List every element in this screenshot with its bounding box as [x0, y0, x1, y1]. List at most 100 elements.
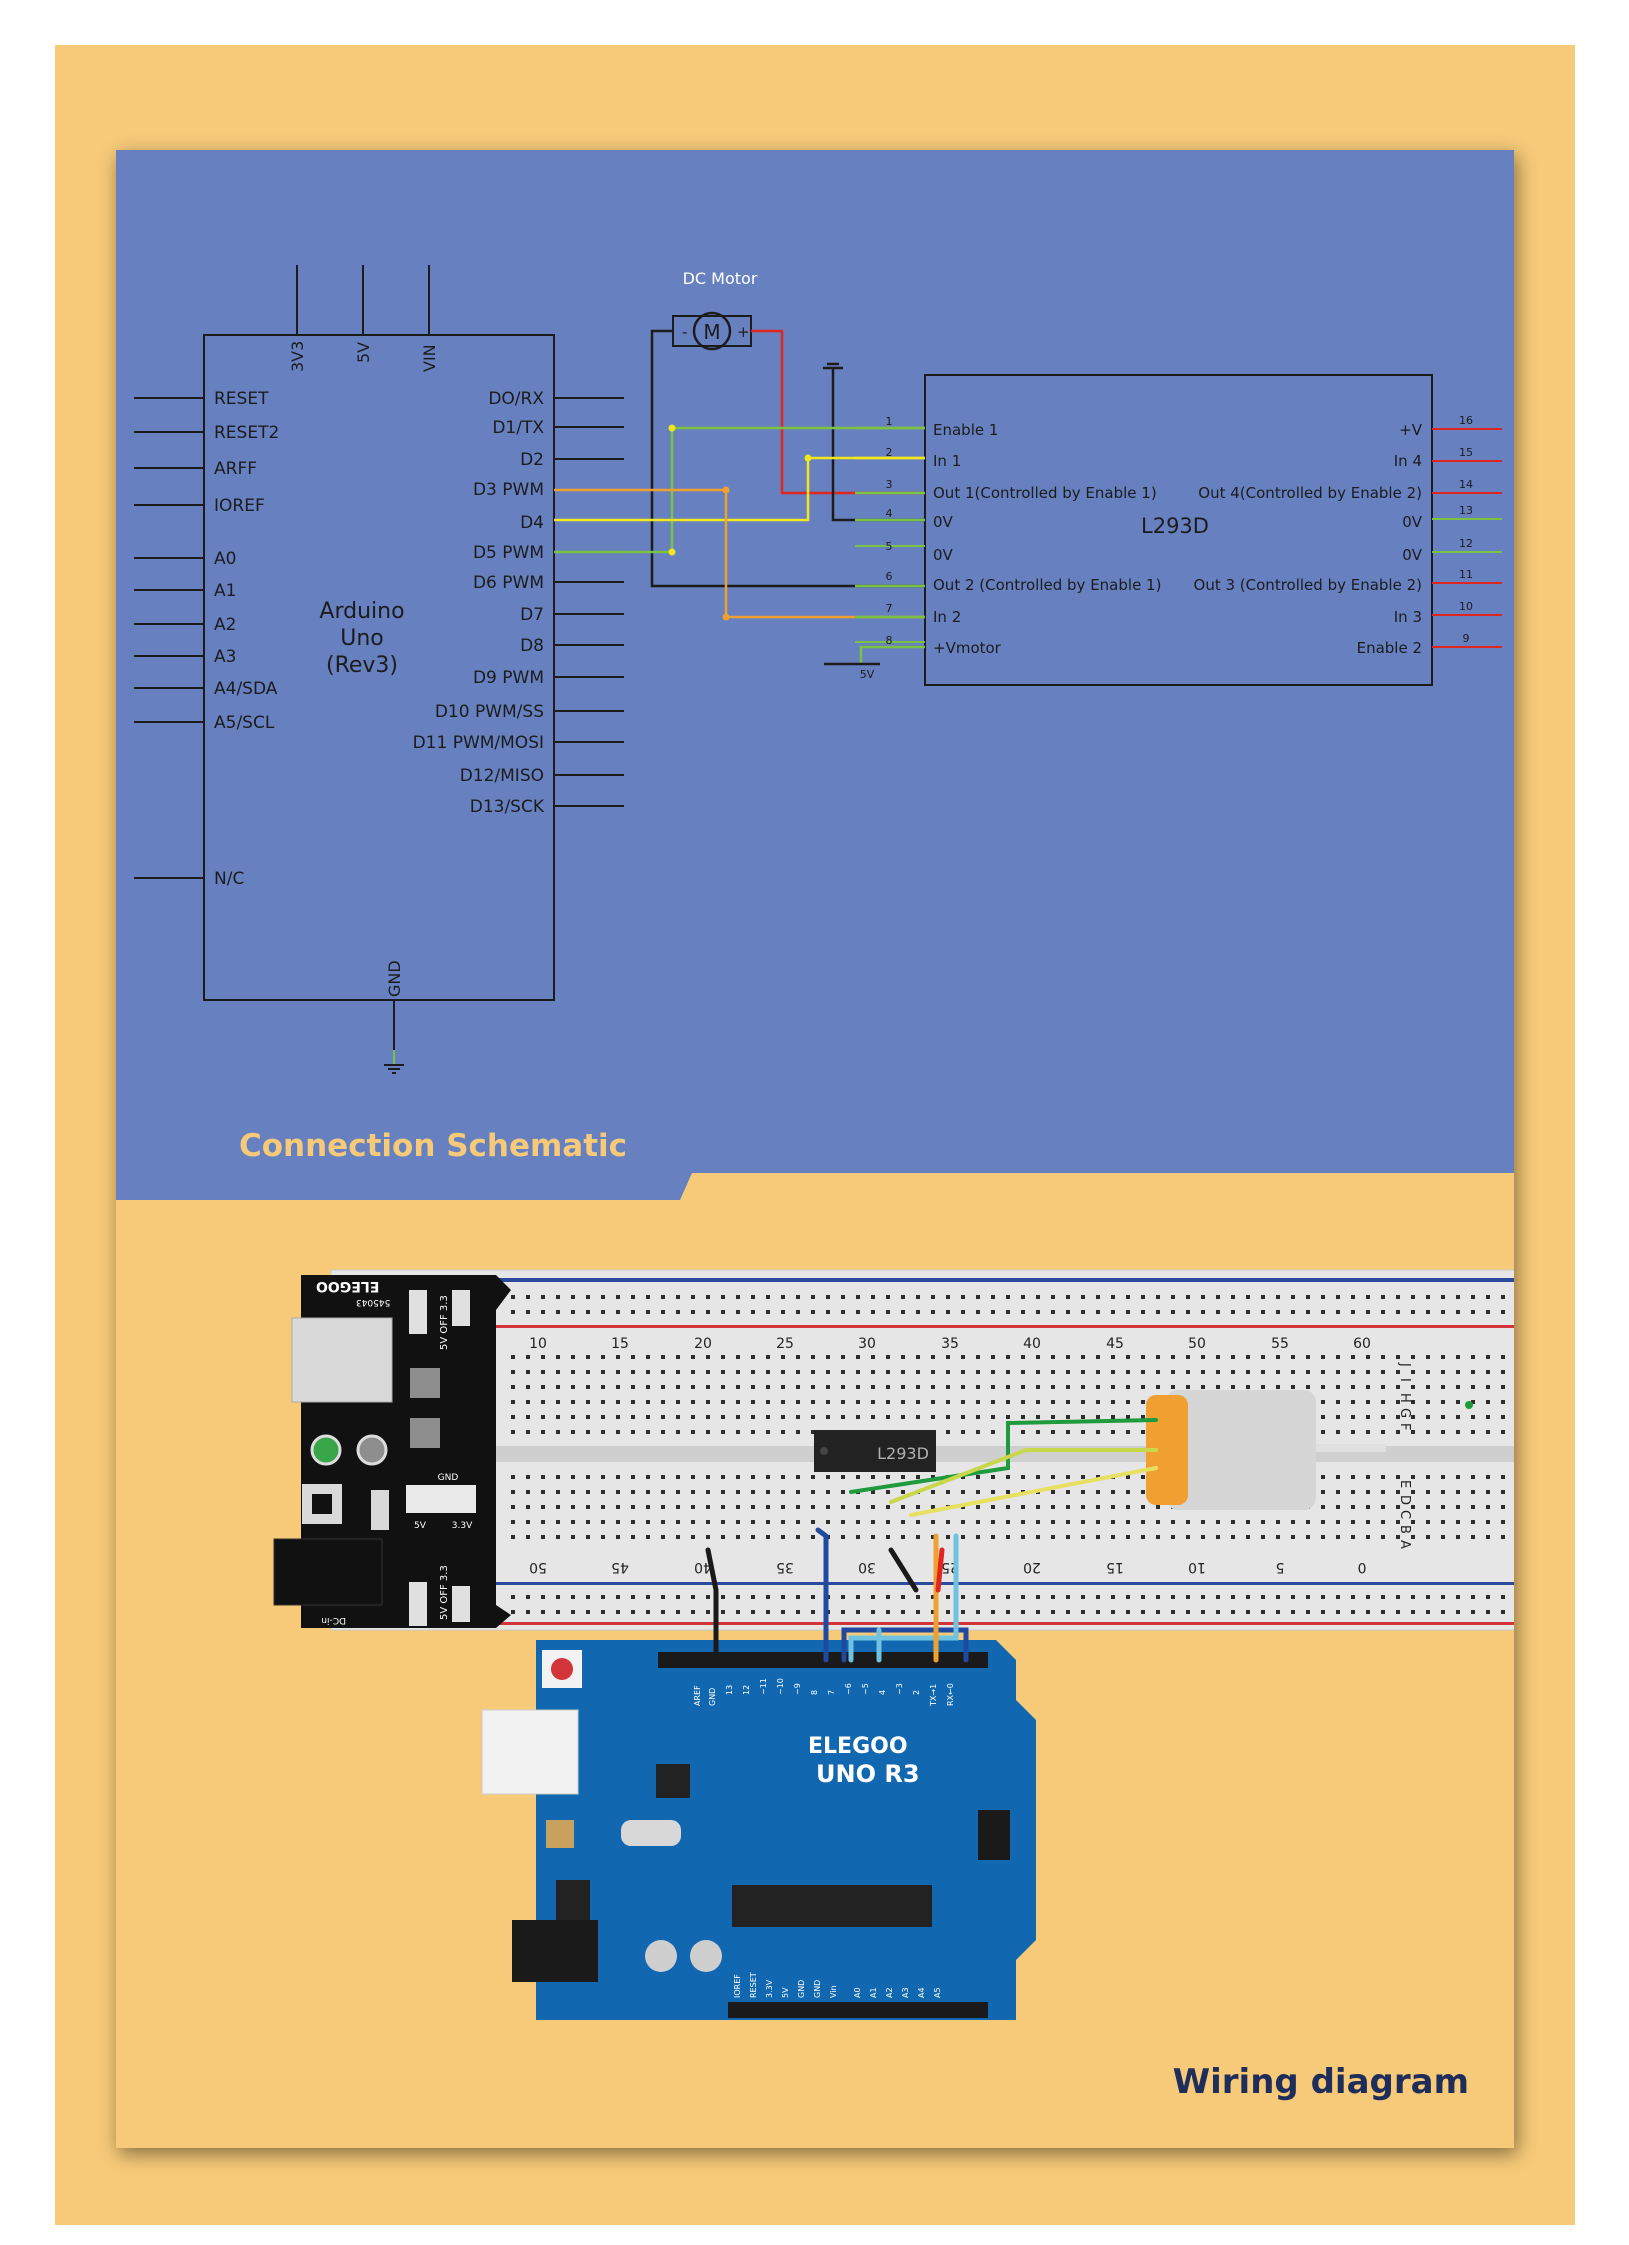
pin-5v: 5V [354, 342, 373, 363]
bb-row-h: H [1397, 1393, 1412, 1403]
bb-row-f: F [1397, 1423, 1412, 1430]
pin-3v3: 3V3 [288, 341, 307, 372]
l293d-pin-num-4: 4 [886, 507, 893, 520]
jumper-wires [705, 1527, 969, 1663]
uno-model: UNO R3 [816, 1760, 920, 1788]
pin-vin: VIN [420, 344, 439, 372]
hdr-ioref: IOREF [733, 1974, 742, 1998]
motor-label: DC Motor [683, 269, 758, 288]
hdr-a1: A1 [869, 1987, 878, 1998]
bb-top-num-15: 15 [611, 1336, 629, 1352]
l293d-plus-v: +V [1399, 421, 1423, 439]
bb-top-num-35: 35 [941, 1336, 959, 1352]
pin-d6-pwm: D6 PWM [473, 573, 544, 593]
pin-arff: ARFF [214, 459, 257, 479]
bb-row-i: I [1397, 1378, 1412, 1382]
pin-d8: D8 [520, 636, 544, 656]
motor-minus: - [682, 323, 687, 341]
l293d-0v-right-b: 0V [1402, 546, 1423, 564]
bb-top-num-60: 60 [1353, 1336, 1371, 1352]
arduino-uno-board: ELEGOO UNO R3 AREF GND 13 12 ~11 ~10 ~9 … [481, 1640, 1036, 2020]
wiring-diagram: 10 15 20 25 30 35 40 45 50 55 60 50 45 4… [273, 1269, 1514, 2020]
power-module: ELEGOO 545043 5V OFF 3.3 5V OFF 3.3 GND … [273, 1275, 511, 1628]
l293d-pin-num-2: 2 [886, 446, 893, 459]
l293d-pin-num-13: 13 [1459, 504, 1473, 517]
pin-a2: A2 [214, 615, 236, 635]
pin-d10: D10 PWM/SS [435, 702, 544, 722]
l293d-pin-num-5: 5 [886, 540, 893, 553]
arduino-name-line2: Uno [340, 626, 384, 651]
bb-top-num-45: 45 [1106, 1336, 1124, 1352]
dc-motor [1146, 1390, 1473, 1510]
pin-d13: D13/SCK [470, 797, 545, 817]
l293d-0v-left-b: 0V [933, 546, 954, 564]
l293d-pin-num-15: 15 [1459, 446, 1473, 459]
power-jumper-bottom: 5V OFF 3.3 [439, 1565, 450, 1620]
pin-d3-pwm: D3 PWM [473, 480, 544, 500]
motor-plus: + [737, 323, 750, 341]
pin-d1-tx: D1/TX [492, 418, 544, 438]
junction-dots [668, 424, 812, 621]
bb-bot-num-10: 10 [1188, 1559, 1206, 1575]
bb-row-j: J [1397, 1362, 1412, 1367]
bb-top-num-20: 20 [694, 1336, 712, 1352]
pin-reset2: RESET2 [214, 423, 279, 443]
bb-bot-num-30: 30 [858, 1559, 876, 1575]
pin-a0: A0 [214, 549, 236, 569]
vmotor-5v-label: 5V [860, 668, 875, 681]
hdr-13: 13 [725, 1685, 734, 1695]
uno-brand: ELEGOO [808, 1734, 908, 1759]
bb-bot-num-40: 40 [694, 1559, 712, 1575]
power-gnd-label: GND [438, 1473, 459, 1483]
hdr-a5: A5 [933, 1987, 942, 1998]
hdr-a2: A2 [885, 1987, 894, 1998]
hdr-3: ~3 [895, 1683, 904, 1695]
power-module-model: 545043 [356, 1297, 390, 1307]
hdr-2: 2 [912, 1690, 921, 1695]
l293d-enable1: Enable 1 [933, 421, 998, 439]
bb-bot-num-35: 35 [776, 1559, 794, 1575]
bb-top-num-10: 10 [529, 1336, 547, 1352]
power-5v-label: 5V [414, 1521, 427, 1531]
hdr-gnd: GND [708, 1688, 717, 1706]
bb-bot-num-15: 15 [1106, 1559, 1124, 1575]
hdr-4: 4 [878, 1690, 887, 1695]
l293d-in4: In 4 [1394, 452, 1422, 470]
motor-symbol: M [703, 320, 720, 344]
arduino-name-line1: Arduino [319, 599, 404, 624]
chip-label: L293D [877, 1444, 929, 1463]
hdr-8: 8 [810, 1690, 819, 1695]
l293d-pin-num-1: 1 [886, 415, 893, 428]
bb-bot-num-5: 5 [1276, 1559, 1285, 1575]
l293d-out4: Out 4(Controlled by Enable 2) [1198, 484, 1422, 502]
bb-row-b: B [1397, 1525, 1412, 1534]
l293d-pin-num-11: 11 [1459, 568, 1473, 581]
bb-top-num-55: 55 [1271, 1336, 1289, 1352]
bb-row-e: E [1397, 1480, 1412, 1488]
l293d-schematic: L293D 1 2 3 4 5 6 7 [855, 374, 1502, 686]
hdr-tx: TX→1 [929, 1684, 938, 1707]
l293d-in2: In 2 [933, 608, 961, 626]
bb-bot-num-50: 50 [529, 1559, 547, 1575]
hdr-a3: A3 [901, 1987, 910, 1998]
l293d-pin-num-9: 9 [1463, 632, 1470, 645]
pin-d4: D4 [520, 513, 544, 533]
pin-d5-pwm: D5 PWM [473, 543, 544, 563]
hdr-reset: RESET [749, 1972, 758, 1998]
wiring-title: Wiring diagram [1172, 2062, 1469, 2102]
pin-gnd: GND [385, 960, 404, 997]
bb-bot-num-20: 20 [1023, 1559, 1041, 1575]
hdr-9: ~9 [793, 1683, 802, 1695]
connection-schematic: DC Motor M - + 3V3 5V VIN Arduino Uno (R… [116, 150, 1514, 1200]
l293d-0v-right-a: 0V [1402, 513, 1423, 531]
hdr-5v: 5V [781, 1987, 790, 1998]
pin-reset: RESET [214, 389, 269, 409]
bb-top-num-25: 25 [776, 1336, 794, 1352]
hdr-7: 7 [827, 1690, 836, 1695]
l293d-chip: L293D [814, 1430, 936, 1472]
l293d-in1: In 1 [933, 452, 961, 470]
pin-d7: D7 [520, 605, 544, 625]
hdr-gnd-1: GND [797, 1980, 806, 1998]
l293d-enable2: Enable 2 [1357, 639, 1422, 657]
schematic-background [116, 150, 1514, 1200]
